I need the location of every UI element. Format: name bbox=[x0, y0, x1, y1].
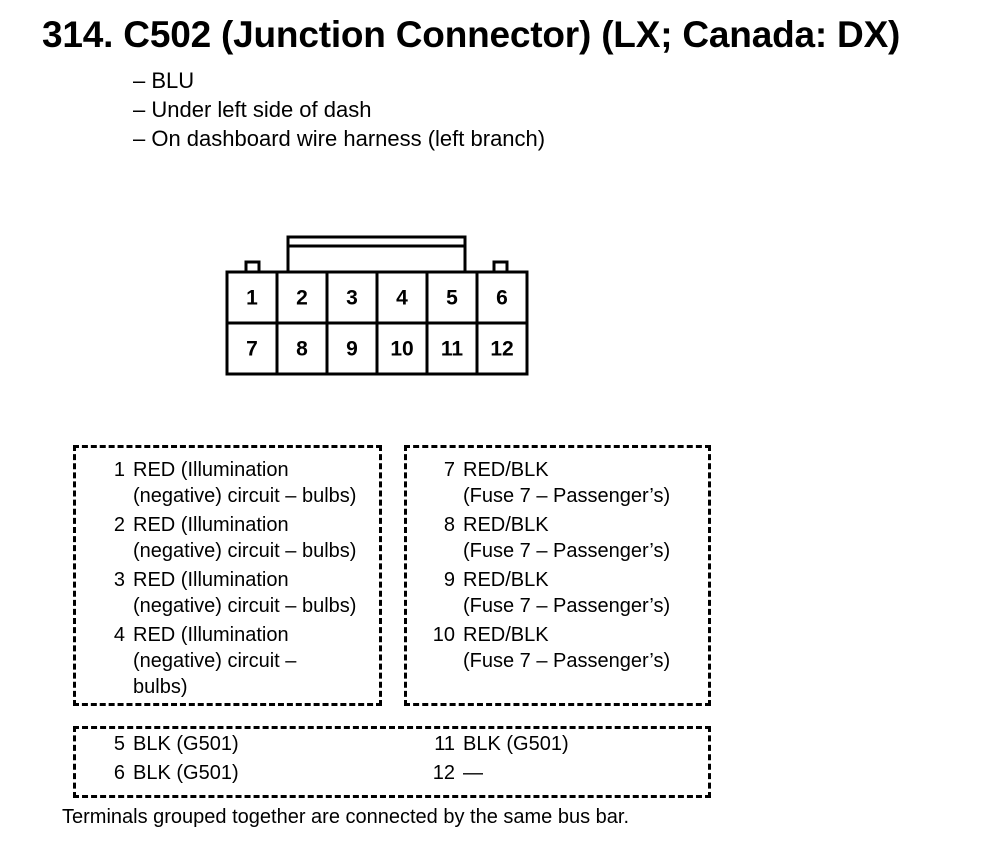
terminal-description-line: (Fuse 7 – Passenger’s) bbox=[463, 540, 671, 562]
terminal-description-line: — bbox=[463, 762, 483, 784]
terminal-number: 1 bbox=[113, 459, 125, 481]
terminal-description-line: BLK (G501) bbox=[133, 733, 239, 755]
terminal-number: 4 bbox=[113, 624, 125, 646]
pin-label: 3 bbox=[346, 287, 358, 310]
terminal-description-line: RED/BLK bbox=[463, 624, 549, 646]
terminal-description-line: RED/BLK bbox=[463, 459, 549, 481]
terminal-number: 5 bbox=[113, 733, 125, 755]
terminal-number: 9 bbox=[443, 569, 455, 591]
terminal-description-line: (negative) circuit – bulbs) bbox=[133, 485, 357, 507]
terminal-number: 11 bbox=[434, 733, 455, 755]
terminal-number: 12 bbox=[432, 762, 455, 784]
terminal-number: 6 bbox=[113, 762, 125, 784]
terminal-description-line: (Fuse 7 – Passenger’s) bbox=[463, 485, 671, 507]
terminal-description-line: RED (Illumination bbox=[133, 514, 289, 536]
terminal-description-line: BLK (G501) bbox=[463, 733, 569, 755]
pin-label: 4 bbox=[396, 287, 408, 310]
pin-label: 9 bbox=[346, 338, 358, 361]
pin-label: 2 bbox=[296, 287, 308, 310]
bus-bar-group-bottom bbox=[73, 726, 711, 798]
pin-label: 10 bbox=[390, 338, 413, 361]
terminal-description-line: BLK (G501) bbox=[133, 762, 239, 784]
terminal-number: 3 bbox=[113, 569, 125, 591]
connector-lock-tab bbox=[286, 235, 467, 274]
page-title: 314. C502 (Junction Connector) (LX; Cana… bbox=[42, 14, 901, 55]
pin-label: 6 bbox=[496, 287, 508, 310]
info-harness: – On dashboard wire harness (left branch… bbox=[133, 126, 546, 151]
terminal-number: 10 bbox=[432, 624, 455, 646]
connector-info-list: – BLU – Under left side of dash – On das… bbox=[133, 66, 545, 153]
terminal-description-line: (Fuse 7 – Passenger’s) bbox=[463, 650, 671, 672]
pin-label: 11 bbox=[441, 338, 464, 361]
terminal-number: 7 bbox=[443, 459, 455, 481]
terminal-description-line: (Fuse 7 – Passenger’s) bbox=[463, 595, 671, 617]
footer-note: Terminals grouped together are connected… bbox=[62, 806, 630, 828]
pin-label: 5 bbox=[446, 287, 458, 310]
pin-label: 12 bbox=[490, 338, 513, 361]
bus-bar-group-right bbox=[404, 445, 711, 706]
pin-label: 7 bbox=[246, 338, 258, 361]
terminal-description-line: RED (Illumination bbox=[133, 459, 289, 481]
terminal-number: 2 bbox=[113, 514, 125, 536]
pin-label: 8 bbox=[296, 338, 308, 361]
terminal-description-line: RED/BLK bbox=[463, 514, 549, 536]
terminal-description-line: RED (Illumination bbox=[133, 569, 289, 591]
terminal-description-line: (negative) circuit – bulbs) bbox=[133, 540, 357, 562]
terminal-description-line: bulbs) bbox=[133, 676, 188, 698]
terminal-description-line: RED/BLK bbox=[463, 569, 549, 591]
info-color: – BLU bbox=[133, 68, 195, 93]
bus-bar-group-left bbox=[73, 445, 382, 706]
info-location: – Under left side of dash bbox=[133, 97, 372, 122]
terminal-description-line: (negative) circuit – bbox=[133, 650, 297, 672]
pin-label: 1 bbox=[246, 287, 258, 310]
terminal-description-line: (negative) circuit – bulbs) bbox=[133, 595, 357, 617]
terminal-number: 8 bbox=[443, 514, 455, 536]
terminal-description-line: RED (Illumination bbox=[133, 624, 289, 646]
